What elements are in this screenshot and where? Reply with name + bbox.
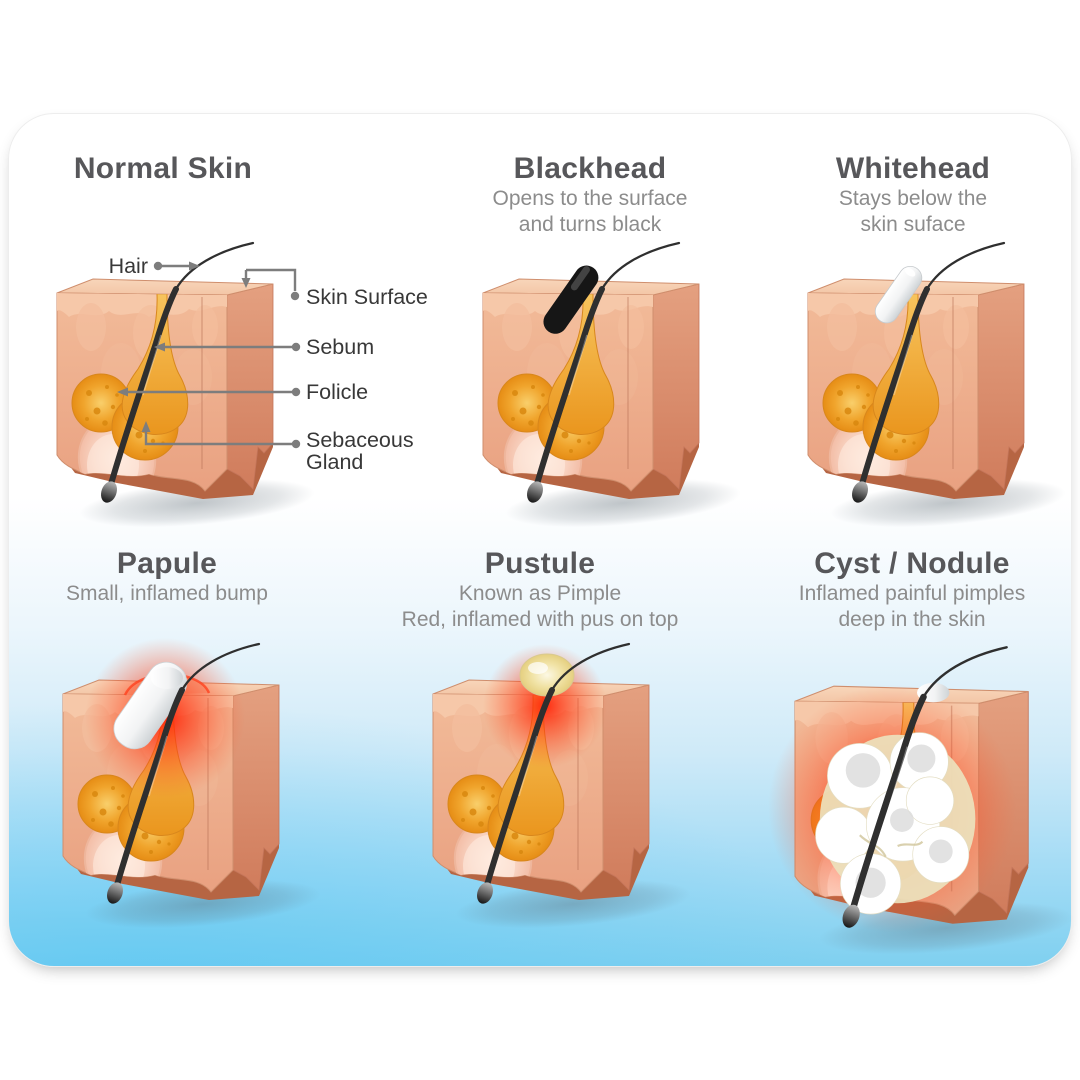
papule-inflammation [85,638,245,798]
callout-connectors [117,261,301,449]
panel-title: Papule [116,547,218,580]
panel-head-whitehead: Whitehead Stays below the skin suface [693,152,1080,238]
panel-title: Normal Skin [73,152,253,185]
cyst-nodule-illustration [768,618,1066,948]
panel-subtitle-line: Known as Pimple [458,582,622,605]
blackhead-illustration [470,225,730,525]
folicle-label: Folicle [306,380,368,404]
skin-block [808,279,1067,535]
panel-head-blackhead: Blackhead Opens to the surface and turns… [370,152,810,238]
sebum-label: Sebum [306,335,374,359]
panel-subtitle-line: deep in the skin [838,608,986,631]
panel-subtitle-line: Opens to the surface [492,187,688,210]
skin-block [483,279,742,535]
panel-subtitle-line: Red, inflamed with pus on top [401,608,679,631]
skin-surface-label: Skin Surface [306,285,428,309]
blackhead-plug [543,265,599,334]
sebaceous-gland-label-line2: Gland [306,450,363,474]
panel-subtitle-line: and turns black [518,213,662,236]
pus-head [519,653,575,697]
panel-subtitle-line: Stays below the [838,187,988,210]
whitehead-plug [874,265,923,324]
panel-title: Cyst / Nodule [814,547,1010,580]
panel-head-cyst-nodule: Cyst / Nodule Inflamed painful pimples d… [692,547,1080,633]
sebaceous-gland-label-line1: Sebaceous [306,428,414,452]
skin-block [57,279,316,535]
panel-subtitle-line: Small, inflamed bump [66,582,268,605]
hair-label: Hair [109,254,148,278]
panel-head-pustule: Pustule Known as Pimple Red, inflamed wi… [320,547,760,633]
pustule-illustration [420,626,680,936]
panel-head-papule: Papule Small, inflamed bump [0,547,387,607]
papule-illustration [50,638,310,936]
whitehead-illustration [795,225,1055,525]
panel-title: Whitehead [835,152,991,185]
normal-skin-illustration: Hair Skin Surface Sebum Folicle Sebaceou… [40,225,428,525]
cyst-mass [768,682,1017,933]
panel-head-normal-skin: Normal Skin [0,152,383,186]
panel-subtitle-line: skin suface [860,213,966,236]
panel-title: Pustule [484,547,596,580]
panel-title: Blackhead [513,152,667,185]
panel-subtitle-line: Inflamed painful pimples [798,582,1026,605]
